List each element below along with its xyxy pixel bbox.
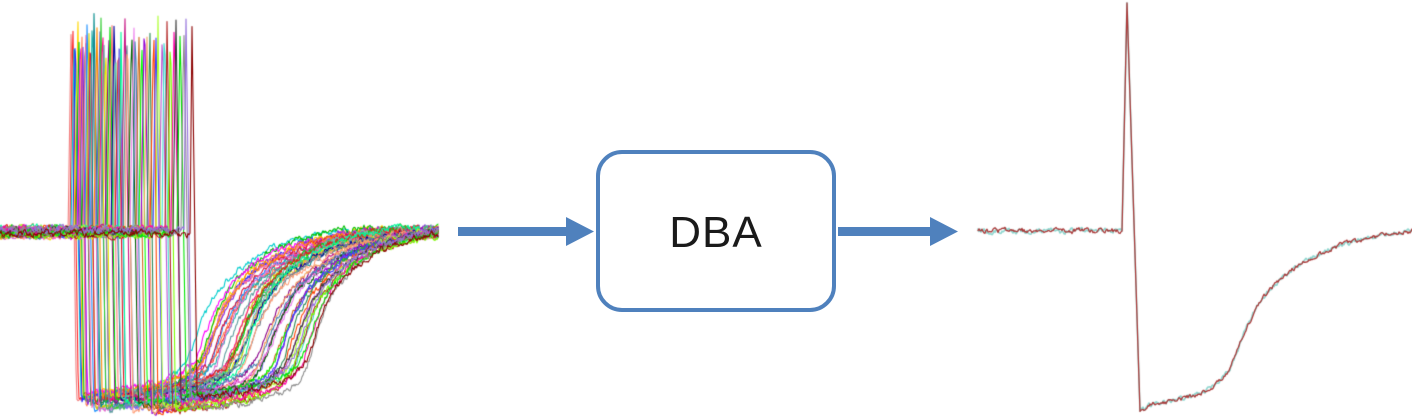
output-arrow-head: [930, 217, 958, 246]
dba-box: DBA: [596, 150, 836, 312]
input-ensemble-plot: [0, 0, 440, 418]
input-arrow-icon: [458, 217, 594, 246]
output-arrow-icon: [838, 217, 958, 246]
input-arrow-shaft: [458, 227, 568, 236]
dba-box-label: DBA: [669, 208, 763, 257]
input-arrow-head: [566, 217, 594, 246]
output-arrow-shaft: [838, 227, 932, 236]
dba-average-plot: [960, 0, 1412, 418]
